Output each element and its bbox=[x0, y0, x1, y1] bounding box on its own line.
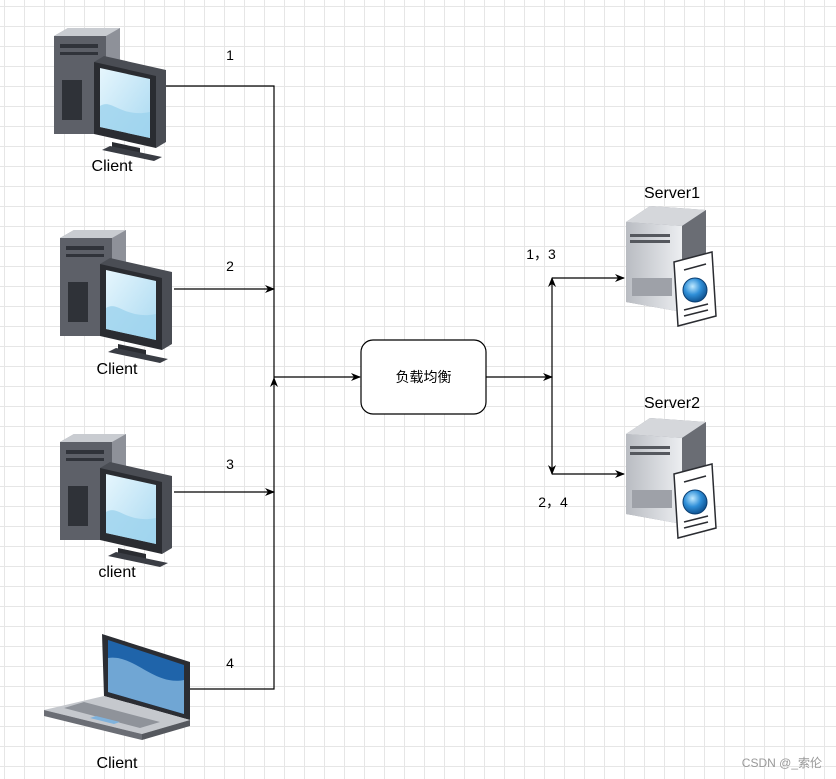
client-3-desktop-icon bbox=[60, 434, 172, 567]
client-1-desktop-icon bbox=[54, 28, 166, 161]
client-4-label: Client bbox=[97, 755, 138, 772]
load-balancer-label: 负载均衡 bbox=[396, 370, 452, 386]
link-number-4: 4 bbox=[226, 655, 234, 671]
watermark: CSDN @_索伦 bbox=[742, 755, 822, 770]
server-2-requests: 2，4 bbox=[538, 494, 568, 510]
server-2-label: Server2 bbox=[644, 395, 700, 412]
link-number-3: 3 bbox=[226, 456, 234, 472]
server-1-requests: 1，3 bbox=[526, 246, 556, 262]
server-2-icon bbox=[625, 417, 717, 539]
server-1-label: Server1 bbox=[644, 185, 700, 202]
client-4-connector bbox=[190, 377, 278, 690]
link-number-2: 2 bbox=[226, 258, 234, 274]
client-1-connector bbox=[166, 85, 275, 378]
load-balancer-node[interactable]: 负载均衡 bbox=[360, 339, 487, 415]
server-1-icon bbox=[625, 205, 717, 327]
client-3-label: client bbox=[98, 564, 136, 581]
client-4-laptop-icon bbox=[44, 634, 190, 740]
connectors bbox=[166, 85, 625, 690]
client-2-label: Client bbox=[97, 361, 138, 378]
link-number-1: 1 bbox=[226, 47, 234, 63]
client-1-label: Client bbox=[92, 158, 133, 175]
client-2-desktop-icon bbox=[60, 230, 172, 363]
